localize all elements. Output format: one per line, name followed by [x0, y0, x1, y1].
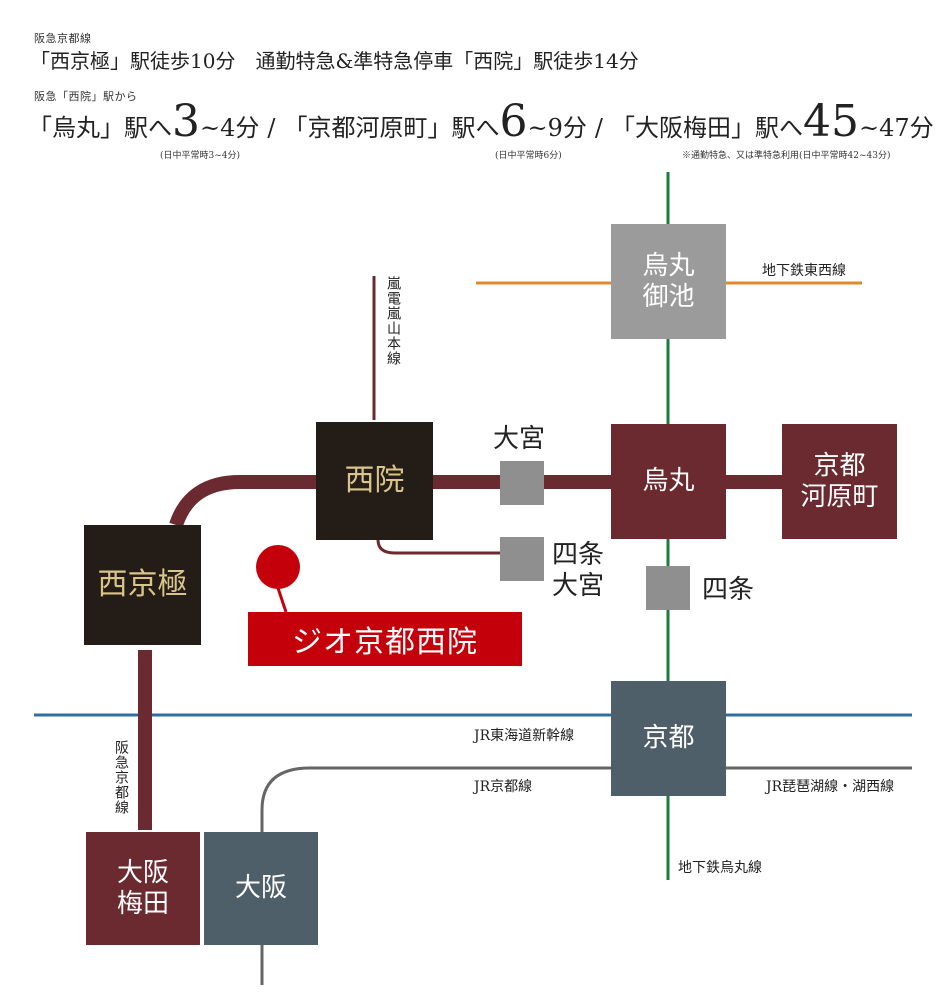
kawaramachi-time-big: 6 [499, 96, 528, 147]
jr-kyoto-line [260, 766, 912, 832]
station-shijo-omiya-label: 四条 大宮 [552, 540, 605, 601]
jr-biwako-line-label: JR琵琶湖線・湖西線 [766, 779, 895, 795]
walk-access-text: 「西京極」駅徒歩10分 通勤特急&準特急停車「西院」駅徒歩14分 [30, 49, 639, 73]
karasuma-time-name: 「烏丸」駅へ [28, 114, 172, 142]
separator: / [267, 114, 276, 142]
station-omiya-marker [500, 461, 544, 505]
karasuma-time-note: (日中平常時3~4分) [160, 151, 241, 161]
station-osaka-umeda: 大阪 梅田 [86, 832, 200, 945]
karasuma-time-rest: ~4分 [200, 114, 260, 142]
station-shijo-marker [646, 566, 690, 610]
station-shijo-label: 四条 [702, 575, 755, 605]
kawaramachi-time-name: 「京都河原町」駅へ [283, 114, 500, 142]
station-saiin: 西院 [316, 422, 433, 540]
station-kyoto-kawaramachi: 京都 河原町 [782, 424, 897, 539]
karasuma-subway-label: 地下鉄烏丸線 [678, 860, 762, 876]
umeda-time-rest: ~47分 [858, 114, 934, 142]
line-name-label: 阪急京都線 [34, 32, 92, 45]
umeda-time-note: ※通勤特急、又は準特急利用(日中平常時42~43分) [682, 151, 891, 161]
tozai-line-label: 地下鉄東西線 [762, 263, 846, 279]
station-karasuma: 烏丸 [611, 424, 726, 539]
travel-time-row: 「烏丸」駅へ 3 ~4分 / 「京都河原町」駅へ 6 ~9分 / 「大阪梅田」駅… [28, 100, 934, 144]
hankyu-line [138, 475, 790, 830]
separator: / [594, 114, 603, 142]
kawaramachi-time-note: (日中平常時6分) [495, 151, 562, 161]
kawaramachi-time-rest: ~9分 [527, 114, 587, 142]
property-name-label: ジオ京都西院 [248, 612, 522, 666]
randen-branch-line [376, 539, 500, 555]
property-pin-stem [276, 587, 288, 613]
station-shijo-omiya-marker [500, 537, 544, 581]
property-pin-icon [256, 545, 300, 589]
station-osaka: 大阪 [204, 832, 318, 945]
umeda-time-big: 45 [802, 96, 859, 147]
station-nishikyogoku: 西京極 [84, 525, 201, 645]
karasuma-time-big: 3 [172, 96, 200, 147]
station-karasuma-oike: 烏丸 御池 [611, 224, 726, 339]
hankyu-line-label: 阪急京都線 [113, 740, 129, 815]
umeda-time-name: 「大阪梅田」駅へ [610, 114, 803, 142]
station-omiya-label: 大宮 [493, 424, 546, 454]
station-kyoto: 京都 [611, 681, 726, 796]
shinkansen-line-label: JR東海道新幹線 [474, 728, 575, 744]
jr-kyoto-line-label: JR京都線 [474, 779, 533, 795]
from-saiin-label: 阪急「西院」駅から [34, 90, 138, 103]
randen-line-label: 嵐電嵐山本線 [385, 276, 401, 366]
